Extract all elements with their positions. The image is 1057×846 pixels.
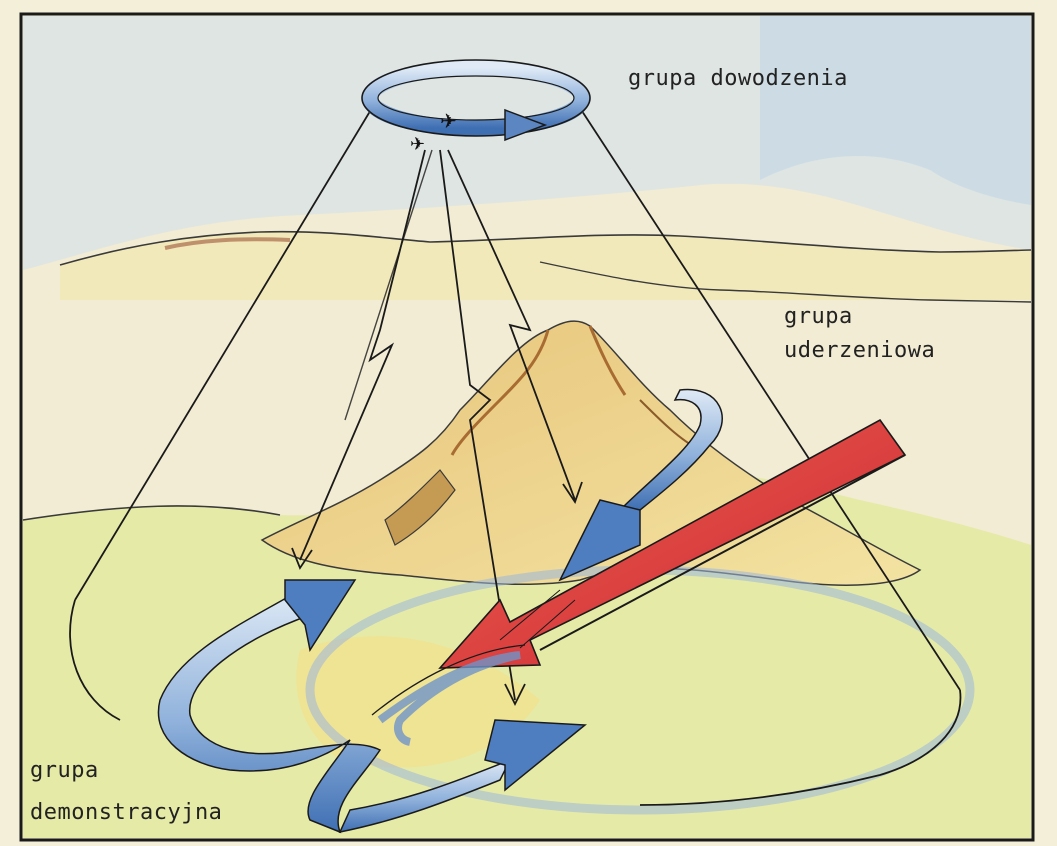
label-demo-group-line1: grupa [30, 758, 99, 783]
aircraft-icon-2: ✈ [410, 134, 425, 155]
label-demo-group-line2: demonstracyjna [30, 800, 222, 825]
label-strike-group-line1: grupa [784, 304, 853, 329]
aircraft-icon-1: ✈ [440, 109, 457, 133]
label-strike-group-line2: uderzeniowa [784, 338, 935, 363]
label-command-group: grupa dowodzenia [628, 66, 848, 91]
